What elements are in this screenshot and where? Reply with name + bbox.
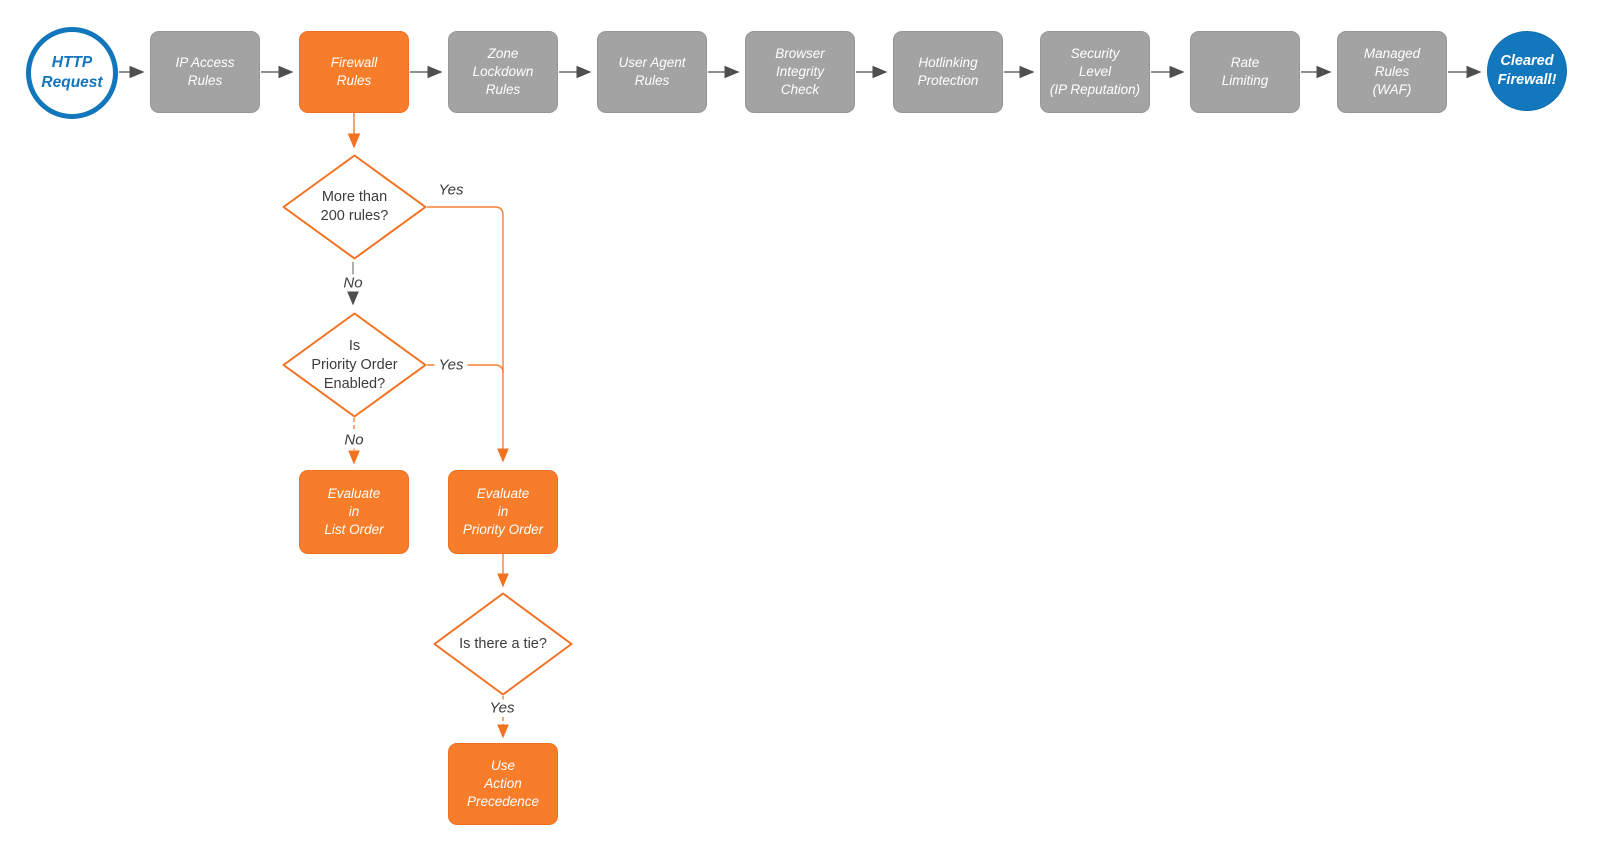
decision-label: More than 200 rules? bbox=[320, 189, 389, 224]
edge-label-no-rule-count: No bbox=[339, 274, 367, 292]
edge-rule-count-yes bbox=[427, 206, 509, 463]
edge-label-no-priority: No bbox=[340, 431, 368, 449]
diamond-shape bbox=[433, 592, 573, 696]
decision-label: Is Priority Order Enabled? bbox=[311, 337, 398, 392]
edge-label-yes-rule-count: Yes bbox=[438, 181, 464, 199]
action-evaluate-priority-order: Evaluate in Priority Order bbox=[448, 470, 558, 554]
stage-ip-access-rules: IP Access Rules bbox=[150, 31, 260, 113]
stage-managed-rules-waf: Managed Rules (WAF) bbox=[1337, 31, 1447, 113]
action-use-action-precedence: Use Action Precedence bbox=[448, 743, 558, 825]
diamond-shape bbox=[282, 312, 427, 418]
start-node-http-request: HTTP Request bbox=[26, 27, 118, 119]
decision-label: Is there a tie? bbox=[459, 635, 547, 652]
stage-rate-limiting: Rate Limiting bbox=[1190, 31, 1300, 113]
stage-zone-lockdown-rules: Zone Lockdown Rules bbox=[448, 31, 558, 113]
diamond-shape bbox=[282, 154, 427, 260]
stage-user-agent-rules: User Agent Rules bbox=[597, 31, 707, 113]
edge-label-yes-tie: Yes bbox=[485, 699, 519, 717]
stage-security-level: Security Level (IP Reputation) bbox=[1040, 31, 1150, 113]
edge-label-yes-priority: Yes bbox=[434, 356, 468, 374]
decision-is-there-a-tie: Is there a tie? bbox=[433, 592, 573, 696]
action-evaluate-list-order: Evaluate in List Order bbox=[299, 470, 409, 554]
decision-more-than-200-rules: More than 200 rules? bbox=[282, 154, 427, 260]
stage-hotlinking-protection: Hotlinking Protection bbox=[893, 31, 1003, 113]
end-node-cleared-firewall: Cleared Firewall! bbox=[1487, 31, 1567, 111]
stage-firewall-rules: Firewall Rules bbox=[299, 31, 409, 113]
decision-priority-order-enabled: Is Priority Order Enabled? bbox=[282, 312, 427, 418]
stage-browser-integrity-check: Browser Integrity Check bbox=[745, 31, 855, 113]
